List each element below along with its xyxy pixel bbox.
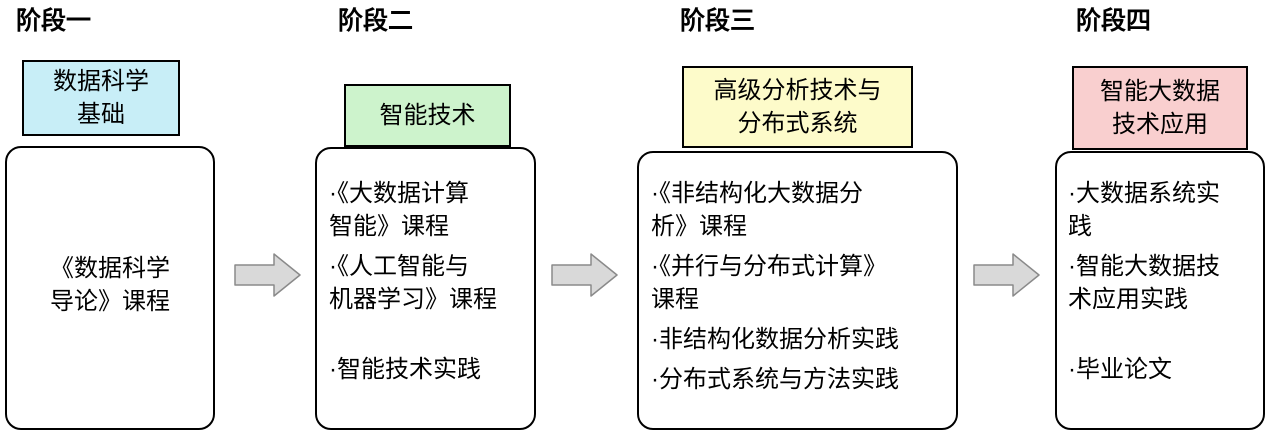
course-item: 《数据科学 导论》课程 [50,254,170,315]
stage-3-header: 高级分析技术与 分布式系统 [682,66,913,148]
stage-4-header: 智能大数据 技术应用 [1072,66,1248,150]
stage-1-box [5,146,215,430]
course-item: ·《非结构化大数据分 析》课程 [651,180,863,240]
stage-3-label: 阶段三 [680,7,756,35]
item-spacer [1068,323,1259,353]
stage-2-courses: ·《大数据计算 智能》课程 ·《人工智能与 机器学习》课程 ·智能技术实践 [315,147,536,430]
stage-4-box [1055,151,1265,430]
arrow-right-icon [551,252,619,298]
arrow-right-icon [973,252,1041,298]
stage-3-courses: ·《非结构化大数据分 析》课程 ·《并行与分布式计算》 课程 ·非结构化数据分析实践… [637,151,958,430]
course-item: ·《大数据计算 智能》课程 [329,180,469,240]
stage-2-label: 阶段二 [338,7,414,35]
stage-2-box [315,147,536,430]
course-item: ·非结构化数据分析实践 [651,326,899,353]
stage-4-label: 阶段四 [1076,7,1152,35]
arrow-right-icon [234,252,302,298]
course-item: ·智能大数据技 术应用实践 [1068,253,1220,313]
stage-3-box [637,151,958,430]
item-spacer [329,323,528,353]
course-item: ·智能技术实践 [329,356,481,383]
stage-1-header: 数据科学 基础 [22,60,180,136]
stage-1-label: 阶段一 [16,7,92,35]
stage-4-courses: ·大数据系统实 践 ·智能大数据技 术应用实践 ·毕业论文 [1055,151,1265,430]
course-item: ·大数据系统实 践 [1068,180,1220,240]
course-item: ·分布式系统与方法实践 [651,366,899,393]
stage-2-header: 智能技术 [344,84,511,147]
stage-1-courses: 《数据科学 导论》课程 [5,146,215,430]
course-item: ·《人工智能与 机器学习》课程 [329,253,497,313]
course-item: ·《并行与分布式计算》 课程 [651,253,887,313]
course-item: ·毕业论文 [1068,356,1172,383]
